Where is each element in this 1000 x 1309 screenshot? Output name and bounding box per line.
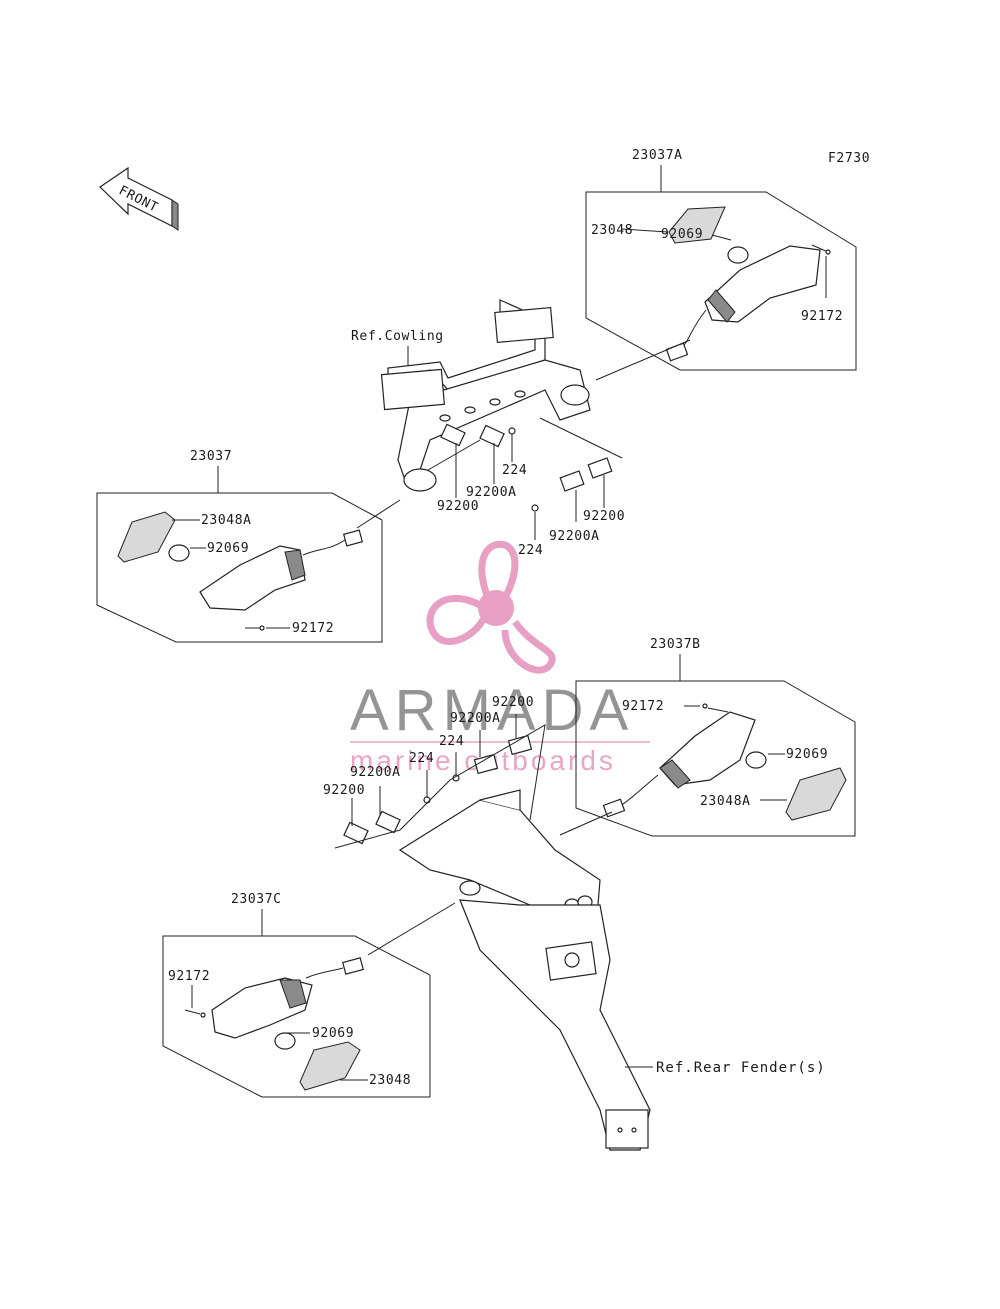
group-c-lens: 23048 bbox=[369, 1073, 411, 1088]
front-bracket-p5: 92200A bbox=[549, 529, 600, 544]
rear-bracket-p5: 92200A bbox=[450, 711, 501, 726]
group-23037a: 23037A 23048 92069 92172 bbox=[585, 148, 857, 371]
lens-icon bbox=[668, 206, 726, 244]
group-main-screw: 92172 bbox=[292, 621, 334, 636]
rear-bracket-p2: 92200A bbox=[350, 765, 401, 780]
group-c-bulb: 92069 bbox=[312, 1026, 354, 1041]
bulb-icon bbox=[727, 246, 749, 264]
group-main-bulb: 92069 bbox=[207, 541, 249, 556]
ref-cowling: Ref.Cowling bbox=[351, 329, 444, 344]
front-bracket-p1: 224 bbox=[502, 463, 527, 478]
group-main-title: 23037 bbox=[190, 449, 232, 464]
group-b-screw: 92172 bbox=[622, 699, 664, 714]
group-23037b: 23037B 92172 92069 23048A bbox=[575, 637, 856, 837]
group-a-screw: 92172 bbox=[801, 309, 843, 324]
group-b-bulb: 92069 bbox=[786, 747, 828, 762]
lens-icon bbox=[117, 511, 176, 563]
group-a-title: 23037A bbox=[632, 148, 683, 163]
front-bracket-p6: 224 bbox=[518, 543, 543, 558]
front-arrow-icon: FRONT bbox=[99, 166, 179, 231]
lens-icon bbox=[299, 1041, 361, 1091]
group-a-lens: 23048 bbox=[591, 223, 633, 238]
group-a-bulb: 92069 bbox=[661, 227, 703, 242]
rear-bracket-p6: 92200 bbox=[492, 695, 534, 710]
group-b-title: 23037B bbox=[650, 637, 701, 652]
signal-housing-icon bbox=[199, 545, 306, 611]
rear-bracket-p4: 224 bbox=[439, 734, 464, 749]
rear-bracket-p3: 224 bbox=[409, 751, 434, 766]
watermark-brand: ARMADA bbox=[350, 678, 634, 743]
watermark: ARMADA marine outboards bbox=[350, 540, 650, 776]
diagram-code: F2730 bbox=[828, 151, 870, 166]
front-bracket-p4: 92200 bbox=[583, 509, 625, 524]
bulb-icon bbox=[168, 544, 190, 562]
bulb-icon bbox=[274, 1032, 296, 1050]
group-c-title: 23037C bbox=[231, 892, 282, 907]
rear-fender-assembly: Ref.Rear Fender(s) bbox=[367, 789, 826, 1151]
front-bracket-p2: 92200A bbox=[466, 485, 517, 500]
lens-icon bbox=[785, 767, 847, 821]
group-main-lens: 23048A bbox=[201, 513, 252, 528]
bulb-icon bbox=[745, 751, 767, 769]
front-bracket: Ref.Cowling 224 92200A 92200 92200 92200 bbox=[351, 299, 625, 558]
rear-bracket-p1: 92200 bbox=[323, 783, 365, 798]
rear-bracket: 92200 92200A 224 224 92200A 92200 bbox=[323, 695, 546, 849]
front-bracket-p3: 92200 bbox=[437, 499, 479, 514]
propeller-logo-icon bbox=[426, 540, 556, 674]
group-23037c: 23037C 92172 92069 23048 bbox=[162, 892, 431, 1098]
group-c-screw: 92172 bbox=[168, 969, 210, 984]
signal-housing-icon bbox=[704, 245, 821, 323]
ref-rear-fender: Ref.Rear Fender(s) bbox=[656, 1060, 826, 1076]
group-23037: 23037 23048A 92069 92172 bbox=[96, 449, 401, 643]
group-b-lens: 23048A bbox=[700, 794, 751, 809]
